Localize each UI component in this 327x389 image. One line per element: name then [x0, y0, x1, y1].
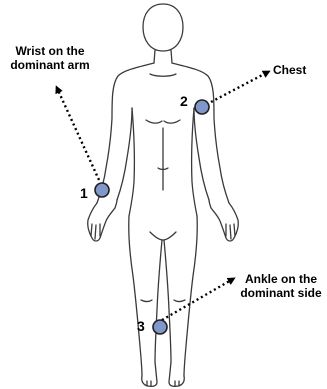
arrow-to-chest-label: [211, 72, 268, 102]
ankle-label: Ankle on the dominant side: [236, 273, 326, 301]
wrist-label-line-1: Wrist on the: [6, 45, 94, 59]
sensor-number-2: 2: [180, 94, 188, 108]
arrow-to-ankle-label: [162, 279, 233, 320]
sensor-number-3: 3: [137, 319, 145, 333]
arrow-to-wrist-label: [57, 88, 99, 180]
wrist-label-line-2: dominant arm: [6, 59, 94, 73]
sensor-marker-ankle: [153, 320, 167, 334]
chest-label: Chest: [273, 64, 306, 78]
chest-label-line-1: Chest: [273, 64, 306, 78]
sensor-marker-chest: [195, 100, 209, 114]
sensor-marker-wrist: [95, 183, 109, 197]
wrist-label: Wrist on the dominant arm: [6, 45, 94, 73]
ankle-label-line-1: Ankle on the: [236, 273, 326, 287]
sensor-number-1: 1: [80, 186, 88, 200]
ankle-label-line-2: dominant side: [236, 287, 326, 301]
